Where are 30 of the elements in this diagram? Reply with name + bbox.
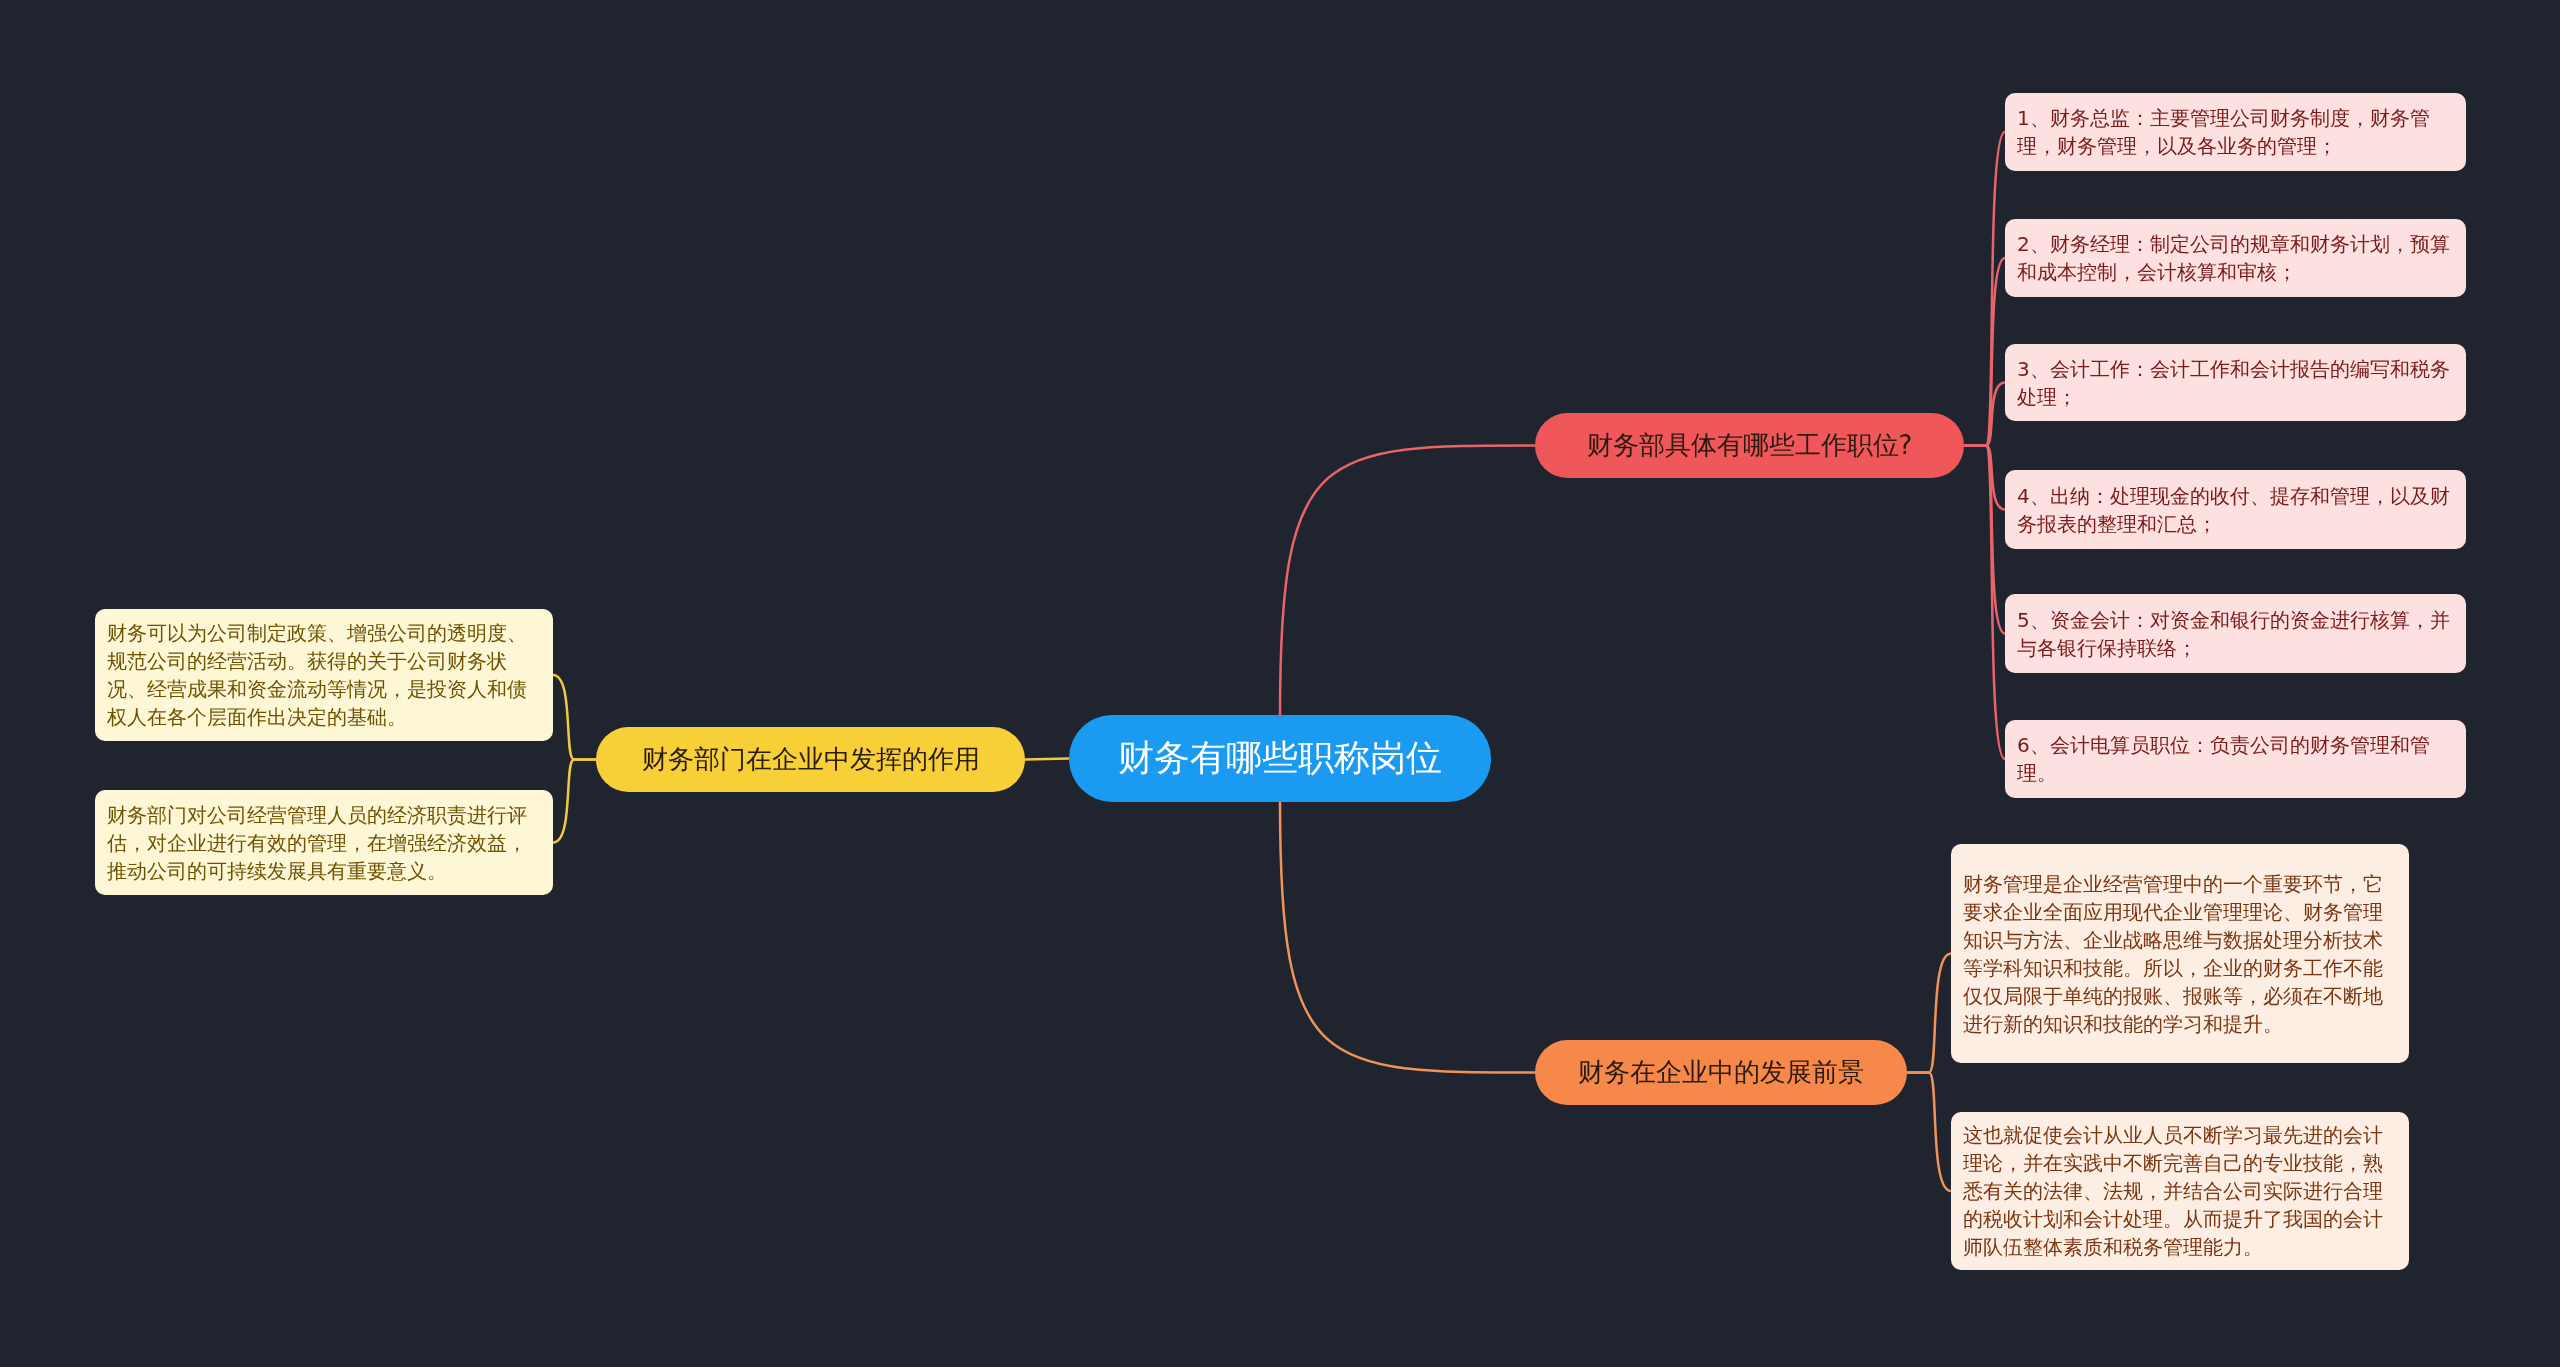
note-text: 4、出纳：处理现金的收付、提存和管理，以及财务报表的整理和汇总；: [2017, 482, 2451, 538]
connector-line: [552, 758, 596, 844]
note-card: [95, 790, 553, 895]
note-text: 财务部门对公司经营管理人员的经济职责进行评估，对企业进行有效的管理，在增强经济效益，推动公司的可持续发展具有重要意义。: [107, 801, 528, 885]
branch-topic-text: 财务部门在企业中发挥的作用: [641, 743, 980, 776]
note-card: [2005, 470, 2466, 549]
note-card: [1951, 1112, 2409, 1270]
branch-topic-text: 财务在企业中的发展前景: [1578, 1056, 1864, 1089]
note-card: [1951, 844, 2409, 1063]
connector-line: [1278, 444, 1535, 715]
note-card: [2005, 219, 2466, 297]
note-text: 1、财务总监：主要管理公司财务制度，财务管理，财务管理，以及各业务的管理；: [2017, 105, 2431, 160]
note-card: [2005, 344, 2466, 421]
note-text: 财务管理是企业经营管理中的一个重要环节，它要求企业全面应用现代企业管理理论、财务管理知识与方法、企业战略思维与数据处理分析技术等学科知识和技能。所以，企业的财务工作不能仅仅局限于单纯的报账、报账等，必须在不断地进行新的知识和技能的学习和提升。: [1963, 870, 2384, 1038]
central-topic-text: 财务有哪些职称岗位: [1118, 736, 1442, 780]
connector-line: [1907, 1071, 1952, 1193]
note-text: 2、财务经理：制定公司的规章和财务计划，预算和成本控制，会计核算和审核；: [2017, 231, 2451, 286]
connector-line: [1278, 802, 1535, 1074]
note-card: [95, 609, 553, 741]
note-card: [2005, 720, 2466, 798]
connector-line: [1024, 757, 1070, 761]
note-text: 3、会计工作：会计工作和会计报告的编写和税务处理；: [2017, 355, 2451, 411]
note-text: 财务可以为公司制定政策、增强公司的透明度、规范公司的经营活动。获得的关于公司财务状况、经营成果和资金流动等情况，是投资人和债权人在各个层面作出决定的基础。: [107, 620, 528, 731]
note-card: [2005, 594, 2466, 673]
note-text: 5、资金会计：对资金和银行的资金进行核算，并与各银行保持联络；: [2017, 606, 2451, 662]
note-text: 6、会计电算员职位：负责公司的财务管理和管理。: [2017, 732, 2431, 787]
connector-line: [1964, 444, 2007, 760]
note-text: 这也就促使会计从业人员不断学习最先进的会计理论，并在实践中不断完善自己的专业技能，熟悉有关的法律、法规，并结合公司实际进行合理的税收计划和会计处理。从而提升了我国的会计师队伍整体素质和税务管理能力。: [1963, 1122, 2384, 1261]
note-card: [2005, 93, 2466, 171]
branch-topic-text: 财务部具体有哪些工作职位?: [1586, 429, 1913, 462]
